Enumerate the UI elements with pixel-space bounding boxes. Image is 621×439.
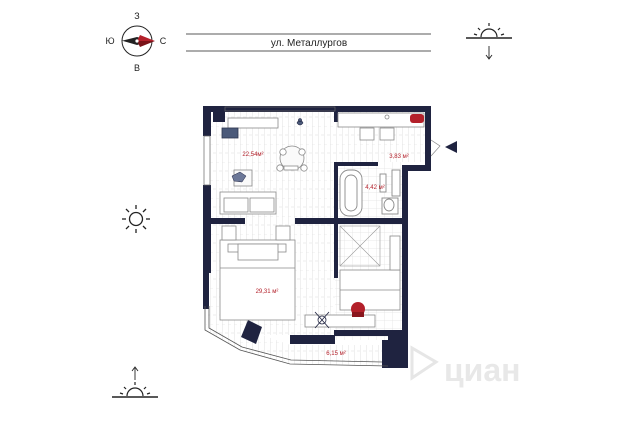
watermark-text: циан	[444, 352, 520, 388]
street-marker	[186, 33, 431, 52]
bedroom-furniture	[219, 225, 401, 328]
street-name: ул. Металлургов	[271, 38, 347, 49]
cian-logo-icon	[410, 345, 439, 381]
door-arrow-icon	[430, 139, 457, 157]
rug-icon	[231, 171, 247, 183]
desk	[304, 314, 376, 328]
bathroom-furniture	[339, 169, 401, 217]
walls	[203, 106, 431, 368]
windows	[203, 106, 336, 186]
room-area-balcony: 6,15 м²	[326, 351, 345, 357]
room-area-bedroom: 29,31 м²	[256, 289, 279, 295]
tv-console	[227, 117, 279, 129]
decor-flower-icon	[314, 311, 330, 329]
sunrise-icon	[112, 366, 158, 398]
bedroom-chair-icon	[351, 302, 365, 317]
balcony-glazing	[204, 306, 389, 367]
armchair	[221, 127, 239, 139]
fridge	[410, 114, 424, 123]
sunset-icon	[466, 23, 512, 60]
room-area-kitchen: 3,83 м²	[389, 154, 408, 160]
compass-west-label: Ю	[105, 36, 114, 46]
kitchen-furniture	[337, 112, 425, 141]
compass-south-label: В	[134, 63, 140, 73]
living-room-furniture	[219, 117, 308, 215]
compass-icon	[121, 25, 155, 57]
room-area-living: 22,54м²	[242, 152, 263, 158]
wardrobe-cross	[339, 225, 381, 267]
compass-north-label: З	[134, 11, 139, 21]
sun-icon	[122, 205, 150, 233]
plant-icon	[296, 118, 304, 126]
compass-east-label: С	[160, 36, 167, 46]
room-area-bathroom: 4,42 м²	[365, 185, 384, 191]
